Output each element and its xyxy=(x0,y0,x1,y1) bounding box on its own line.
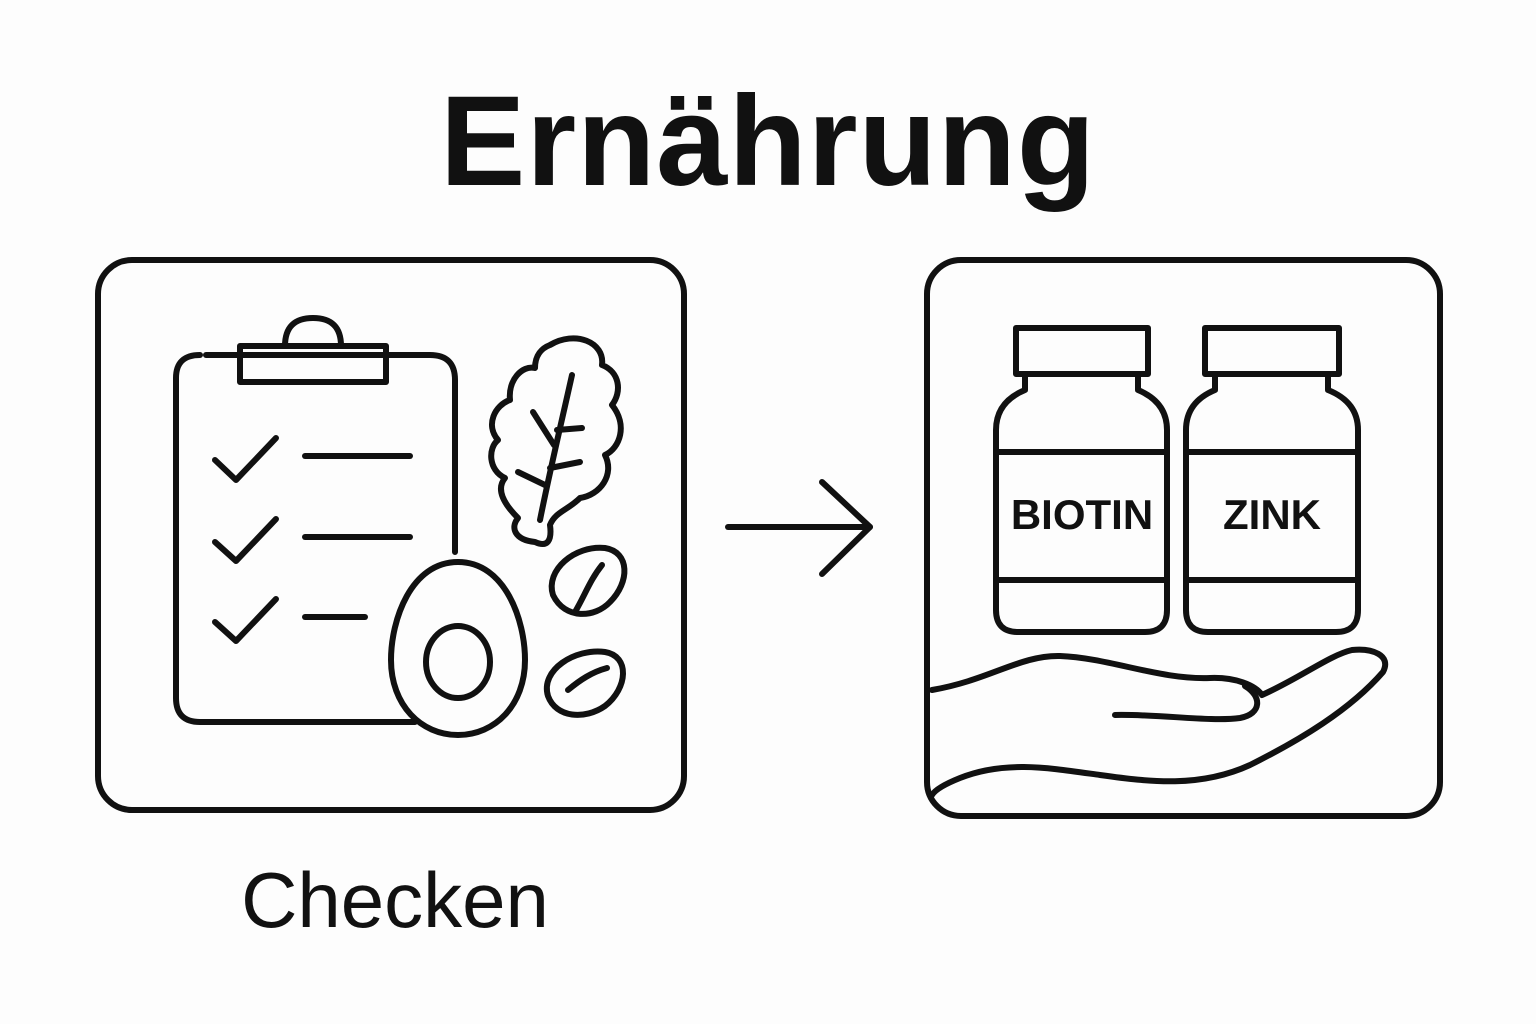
check-panel-frame xyxy=(95,257,687,813)
diagram-title: Ernährung xyxy=(439,70,1097,213)
check-panel xyxy=(95,257,687,813)
bean-icon xyxy=(543,648,626,718)
leaf-icon xyxy=(488,335,624,547)
bean-icon xyxy=(548,544,628,617)
supplement-bottle-icon: ZINK xyxy=(1183,325,1361,635)
check-row-2 xyxy=(212,516,413,564)
clipboard-checklist-icon xyxy=(173,315,458,725)
right-arrow-icon xyxy=(725,479,873,577)
check-row-1 xyxy=(212,435,413,483)
open-hand-icon xyxy=(929,646,1389,798)
step-caption-checken: Checken xyxy=(241,856,549,944)
supplement-panel-frame xyxy=(924,257,1443,819)
avocado-icon xyxy=(388,559,528,738)
supplement-panel: BIOTIN ZINK xyxy=(924,257,1443,819)
bottle-label-biotin: BIOTIN xyxy=(1011,491,1153,538)
supplement-bottle-icon: BIOTIN xyxy=(993,325,1170,635)
check-row-3 xyxy=(212,596,368,644)
bottle-label-zink: ZINK xyxy=(1223,491,1321,538)
